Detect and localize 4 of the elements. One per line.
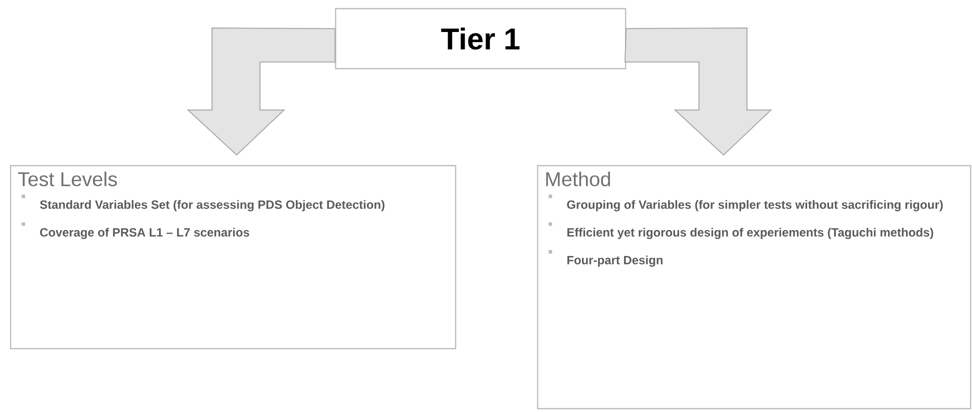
block-arrow [186,28,336,156]
title-box: Tier 1 [335,8,626,70]
text-panel: Test Levels Standard Variables Set (for assessing PDS Object Detection) Coverage of PRSA L1 – L7 scenarios [10,165,456,350]
text-panel: Method Grouping of Variables (for simpler tests without sacrificing rigour) Efficient yet rigorous design of experiements (Taguchi methods) Four-part Design [537,165,972,410]
